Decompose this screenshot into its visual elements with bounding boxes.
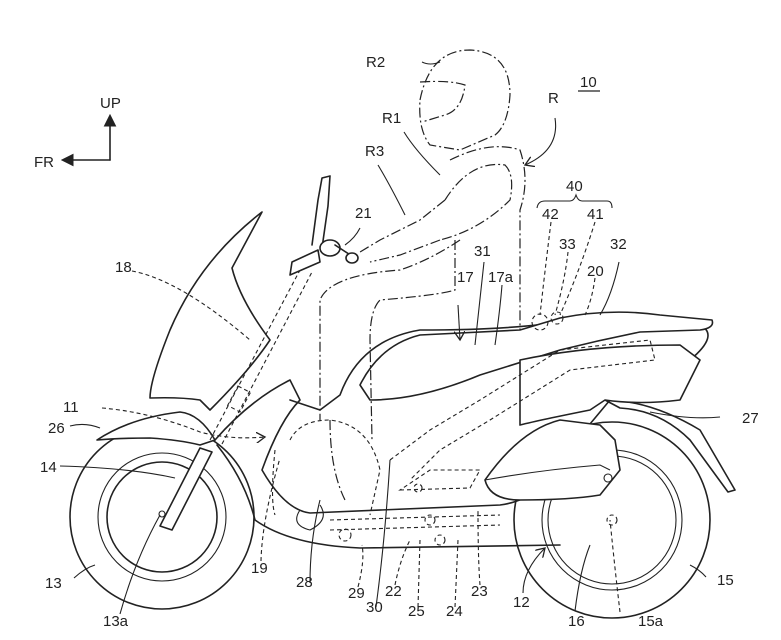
reference-labels: 11 12 13 13a 14 15 15a 16 17 17a 18 19 2…: [40, 205, 759, 630]
ref-label-30: 30: [366, 599, 383, 616]
rider-head-label: R2: [366, 54, 385, 71]
ref-label-14: 14: [40, 459, 57, 476]
ref-label-27: 27: [742, 410, 759, 427]
rider-labels: R R1 R2 R3: [365, 54, 559, 160]
ref-label-32: 32: [610, 236, 627, 253]
rider-outline: [319, 49, 526, 501]
ref-label-20: 20: [587, 263, 604, 280]
ref-label-12: 12: [513, 594, 530, 611]
ref-label-18: 18: [115, 259, 132, 276]
group-member-41: 41: [587, 206, 604, 223]
ref-label-17a: 17a: [488, 269, 514, 286]
ref-label-23: 23: [471, 583, 488, 600]
figure-number: 10: [578, 74, 600, 92]
ref-label-15: 15: [717, 572, 734, 589]
group-label: 40: [566, 178, 583, 195]
ref-label-28: 28: [296, 574, 313, 591]
ref-label-22: 22: [385, 583, 402, 600]
ref-label-19: 19: [251, 560, 268, 577]
rider-label: R: [548, 90, 559, 107]
ref-label-13a: 13a: [103, 613, 129, 630]
orientation-indicator: UP FR: [34, 95, 121, 171]
rider-body-label: R1: [382, 110, 401, 127]
up-label: UP: [100, 95, 121, 112]
ref-label-26: 26: [48, 420, 65, 437]
group-40-labels: 40 42 41: [542, 178, 604, 223]
front-fork: [158, 249, 321, 531]
ref-label-16: 16: [568, 613, 585, 630]
ref-label-25: 25: [408, 603, 425, 620]
ref-label-15a: 15a: [638, 613, 664, 630]
ref-label-13: 13: [45, 575, 62, 592]
front-label: FR: [34, 154, 54, 171]
scooter-body: [96, 211, 714, 549]
rear-fender: [604, 399, 736, 493]
ref-label-33: 33: [559, 236, 576, 253]
frame-components: [271, 311, 656, 546]
group-brace: [536, 193, 613, 209]
ref-label-31: 31: [474, 243, 491, 260]
ref-label-29: 29: [348, 585, 365, 602]
handlebar: [311, 175, 359, 264]
ref-label-24: 24: [446, 603, 463, 620]
ref-label-21: 21: [355, 205, 372, 222]
group-member-42: 42: [542, 206, 559, 223]
ref-label-11: 11: [63, 399, 79, 416]
rider-arm-label: R3: [365, 143, 384, 160]
leader-lines: [59, 61, 721, 615]
ref-label-17: 17: [457, 269, 474, 286]
figure-number-label: 10: [580, 74, 597, 91]
